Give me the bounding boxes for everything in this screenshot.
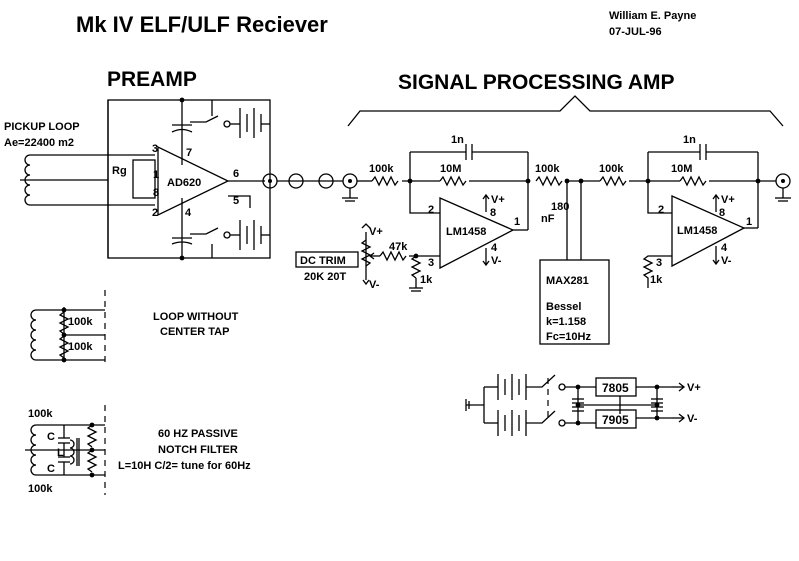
loop-without-center-tap-icon	[30, 290, 106, 365]
notch-line2: NOTCH FILTER	[158, 444, 238, 456]
pin-label: 3	[656, 257, 662, 269]
stage1-feedback-cap: 1n	[451, 134, 464, 146]
pin-label: 4	[721, 242, 728, 254]
max281-label: MAX281	[546, 275, 589, 287]
regulator-7805-label: 7805	[602, 381, 629, 395]
drawing-date: 07-JUL-96	[609, 26, 662, 38]
stage2-input-resistor: 100k	[599, 163, 624, 175]
gain-resistor-icon	[132, 159, 156, 199]
pin-label: 4	[491, 242, 498, 254]
pin-label: 4	[185, 207, 192, 219]
coax-connector-icon	[262, 173, 358, 202]
supply-vminus-label: V-	[687, 413, 698, 425]
pin-label: 8	[719, 207, 725, 219]
pin-label: 8	[490, 207, 496, 219]
pin-label: 2	[658, 204, 664, 216]
trim-vplus-label: V+	[369, 226, 383, 238]
pin-label: 1	[514, 216, 520, 228]
pin-label: 5	[233, 195, 239, 207]
stage1-supply-arrows	[482, 193, 490, 267]
filter-type-label: Bessel	[546, 301, 581, 313]
loop-resistor-2: 100k	[68, 341, 93, 353]
pin-label: 3	[152, 143, 158, 155]
stage1-opamp-icon	[439, 197, 515, 270]
stage2-opamp-label: LM1458	[677, 225, 717, 237]
filter-cap-unit: nF	[541, 213, 555, 225]
notch-cap-2: C	[47, 463, 55, 475]
section-brace	[347, 95, 784, 127]
stage1-vplus-label: V+	[491, 194, 505, 206]
notch-cap-1: C	[47, 431, 55, 443]
pin-label: 8	[153, 187, 159, 199]
author-name: William E. Payne	[609, 10, 696, 22]
regulator-7805-box	[595, 377, 637, 397]
dc-trim-pot-icon	[360, 223, 440, 292]
power-supply-icon	[465, 374, 686, 436]
pin-label: 2	[428, 204, 434, 216]
trim-resistor-label: 47k	[389, 241, 408, 253]
ad620-amp-icon	[157, 145, 230, 217]
supply-vplus-label: V+	[687, 382, 701, 394]
loop-resistor-1: 100k	[68, 316, 93, 328]
filter-resistor: 100k	[535, 163, 560, 175]
signal-processing-heading: SIGNAL PROCESSING AMP	[398, 71, 675, 94]
stage1-bias-resistor: 1k	[420, 274, 433, 286]
pin-label: 6	[233, 168, 239, 180]
stage1-opamp-label: LM1458	[446, 226, 486, 238]
filter-fc-label: Fc=10Hz	[546, 331, 591, 343]
dc-trim-label: DC TRIM	[300, 255, 346, 267]
notch-filter-icon	[25, 405, 106, 495]
pin-label: 1	[746, 216, 752, 228]
notch-line1: 60 HZ PASSIVE	[158, 428, 238, 440]
stage1-wiring	[357, 144, 531, 231]
stage1-vminus-label: V-	[491, 255, 502, 267]
regulator-7905-box	[595, 409, 637, 429]
stage2-feedback-resistor: 10M	[671, 163, 692, 175]
filter-k-label: k=1.158	[546, 316, 586, 328]
pickup-loop-label: PICKUP LOOP	[4, 121, 80, 133]
loop-variant-line2: CENTER TAP	[160, 326, 229, 338]
loop-variant-line1: LOOP WITHOUT	[153, 311, 239, 323]
stage1-input-resistor: 100k	[369, 163, 394, 175]
stage2-opamp-icon	[671, 194, 746, 268]
notch-resistor-top: 100k	[28, 408, 53, 420]
dc-trim-box	[295, 251, 359, 268]
trim-vminus-label: V-	[369, 279, 380, 291]
loop-area-label: Ae=22400 m2	[4, 137, 74, 149]
pin-label: 7	[186, 147, 192, 159]
notch-inductor: L	[57, 447, 64, 459]
notch-resistor-bottom: 100k	[28, 483, 53, 495]
stage1-feedback-resistor: 10M	[440, 163, 461, 175]
max281-filter-box	[539, 259, 610, 345]
filter-wiring	[535, 175, 600, 260]
preamp-heading: PREAMP	[107, 68, 197, 91]
pin-label: 1	[153, 169, 159, 181]
filter-cap-value: 180	[551, 201, 569, 213]
stage2-vminus-label: V-	[721, 255, 732, 267]
stage2-supply-arrows	[712, 193, 720, 266]
regulator-7905-label: 7905	[602, 413, 629, 427]
stage2-feedback-cap: 1n	[683, 134, 696, 146]
stage2-bias-resistor: 1k	[650, 274, 663, 286]
pin-label: 3	[428, 257, 434, 269]
notch-note: L=10H C/2= tune for 60Hz	[118, 460, 251, 472]
ad620-label: AD620	[167, 177, 201, 189]
schematic-title: Mk IV ELF/ULF Reciever	[76, 12, 328, 37]
stage2-vplus-label: V+	[721, 194, 735, 206]
rg-label: Rg	[112, 165, 127, 177]
stage2-wiring	[599, 144, 791, 288]
dc-trim-spec: 20K 20T	[304, 271, 346, 283]
pin-label: 2	[152, 207, 158, 219]
preamp-wiring	[171, 97, 270, 261]
